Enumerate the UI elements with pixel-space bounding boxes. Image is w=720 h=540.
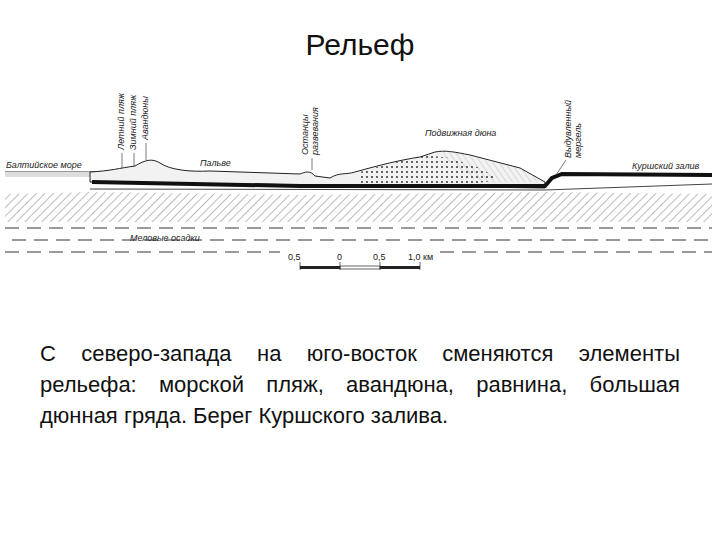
layer-base <box>90 184 712 190</box>
feature-label: Останцы развевания <box>300 103 320 155</box>
feature-label: Подвижная дюна <box>425 128 496 138</box>
caption-text: С северо-запада на юго-восток сменяются … <box>40 338 680 431</box>
leader-lines <box>122 143 566 175</box>
feature-label: Пальве <box>200 158 231 168</box>
scale-number: 0,5 <box>373 252 386 262</box>
feature-label: Летний пляж <box>116 93 126 150</box>
scale-number: 0 <box>337 252 342 262</box>
sea <box>5 172 95 177</box>
dune-dots <box>360 155 500 184</box>
slide-title: Рельеф <box>0 28 720 62</box>
feature-label: Авандюны <box>140 96 150 140</box>
feature-label: Зимний пляж <box>128 95 138 150</box>
scale-bar <box>300 262 420 270</box>
water-label: Балтийское море <box>6 160 82 170</box>
feature-label: Выдувленный мергель <box>563 98 583 158</box>
scale-number: 0,5 <box>288 252 301 262</box>
layer-label: Меловые осадки <box>130 233 200 243</box>
scale-number: 1,0 км <box>408 252 433 262</box>
water-label: Куршский залив <box>632 161 699 171</box>
marl-layer <box>92 174 712 186</box>
chalk-lines <box>5 228 712 252</box>
substrate <box>5 192 712 222</box>
